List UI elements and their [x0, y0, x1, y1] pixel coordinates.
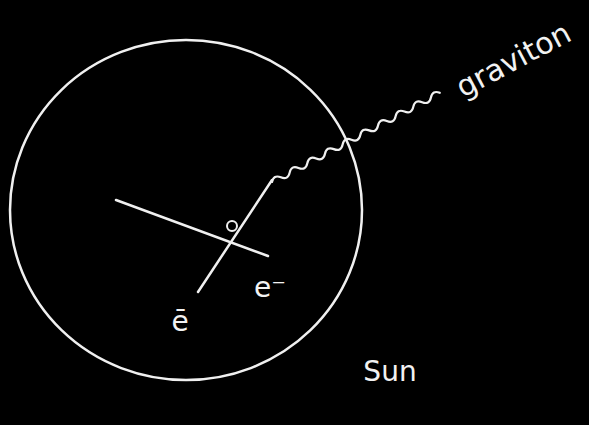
- particle-label: graviton: [451, 17, 575, 102]
- vertex-dot: [227, 221, 237, 231]
- sun-outline: [10, 40, 362, 380]
- graviton-wave: [271, 90, 442, 184]
- electron-line: [116, 200, 268, 256]
- particle-label: ē: [171, 308, 188, 336]
- body-label: Sun: [363, 358, 416, 386]
- particle-label: e⁻: [254, 274, 286, 302]
